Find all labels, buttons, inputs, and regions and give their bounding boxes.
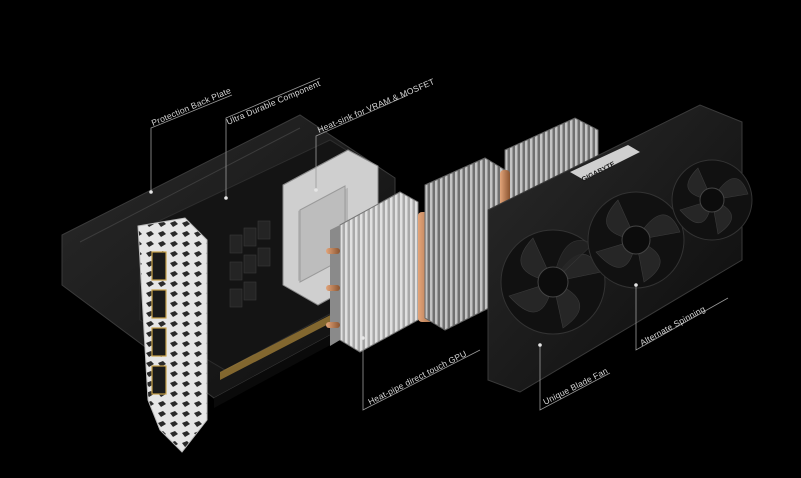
fan-right [671, 159, 753, 241]
fan-middle [587, 191, 685, 289]
fan-shroud: GIGABYTE [487, 104, 753, 393]
callout-lines [149, 77, 729, 411]
display-port [151, 251, 167, 395]
callout-heatpipe: Heat-pipe direct touch GPU [366, 348, 468, 406]
callout-back-plate: Protection Back Plate [150, 85, 233, 128]
fan-left [500, 229, 606, 335]
io-bracket [137, 217, 208, 453]
callout-vram-heatsink: Heat-sink for VRAM & MOSFET [316, 76, 436, 135]
